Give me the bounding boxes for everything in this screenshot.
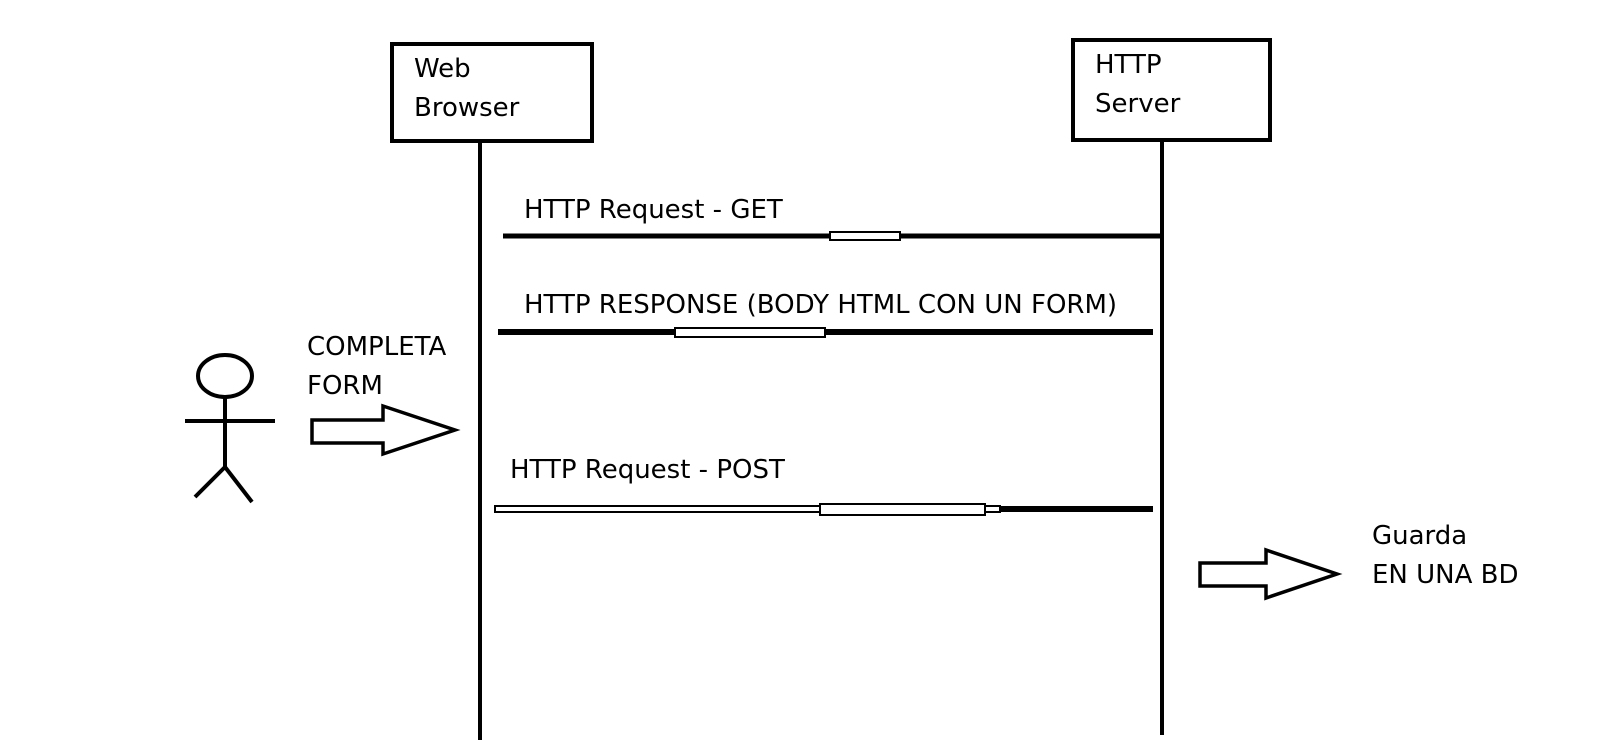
store-db-arrow-icon (1198, 547, 1343, 601)
server-note-line2: EN UNA BD (1372, 560, 1519, 590)
post-message-label: HTTP Request - POST (510, 455, 785, 485)
get-message-label: HTTP Request - GET (524, 195, 783, 225)
user-actor-icon (185, 353, 275, 504)
server-participant-box: HTTP Server (1071, 38, 1272, 142)
actor-note-line1: COMPLETA (307, 332, 447, 362)
browser-label-line2: Browser (414, 93, 520, 123)
get-message-arrow (503, 231, 1160, 241)
response-message-label: HTTP RESPONSE (BODY HTML CON UN FORM) (524, 290, 1118, 320)
browser-participant-box: Web Browser (390, 42, 594, 143)
server-note-line1: Guarda (1372, 521, 1468, 551)
server-label-line2: Server (1095, 89, 1181, 119)
post-message-arrow (494, 503, 1153, 516)
actor-note-line2: FORM (307, 371, 383, 401)
browser-label-line1: Web (414, 54, 471, 84)
response-message-arrow (498, 327, 1153, 338)
server-label-line1: HTTP (1095, 50, 1162, 80)
fill-form-arrow-icon (310, 403, 461, 457)
